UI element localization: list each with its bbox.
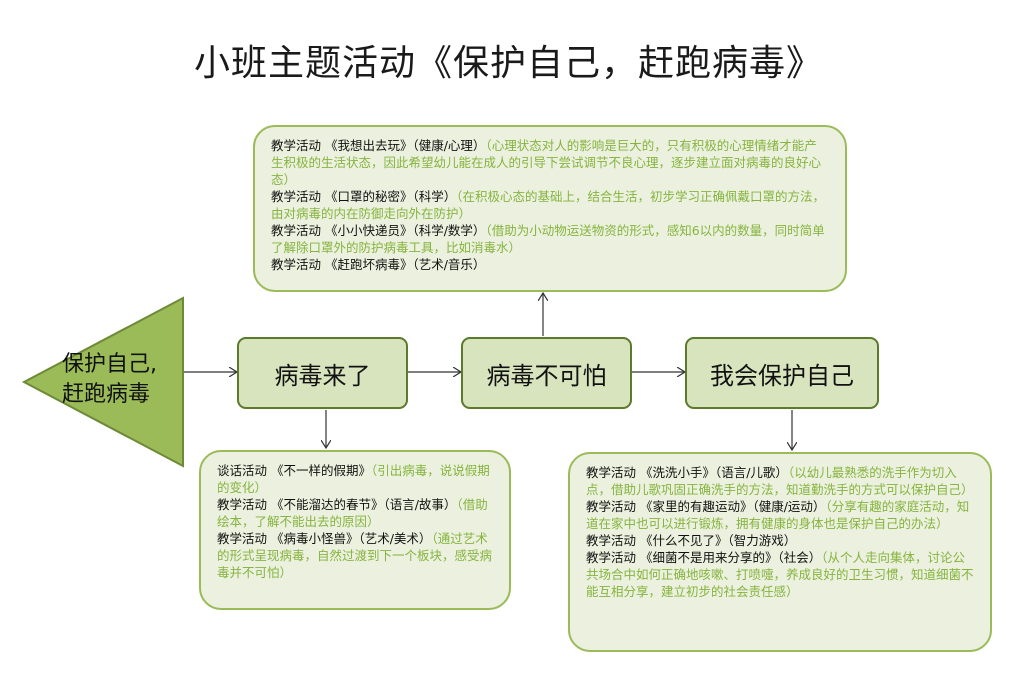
activity-label: 教学活动 《小小快递员》（科学/数学） — [271, 223, 486, 238]
right-activity-box: 教学活动 《洗洗小手》（语言/儿歌）（以幼儿最熟悉的洗手作为切入点，借助儿歌巩固… — [568, 452, 992, 652]
node-not-afraid: 病毒不可怕 — [461, 337, 632, 409]
activity-label: 教学活动 《赶跑坏病毒》（艺术/音乐） — [271, 257, 486, 272]
activity-item: 教学活动 《小小快递员》（科学/数学）（借助为小动物运送物资的形式，感知6以内的… — [271, 222, 829, 256]
activity-note: （借助为小动物运送物资的形式，感知6以内的数量，同时简单了解除口罩外的防护病毒工… — [271, 223, 825, 255]
node-protect-self-label: 我会保护自己 — [710, 361, 854, 390]
activity-item: 教学活动 《我想出去玩》（健康/心理）（心理状态对人的影响是巨大的，只有积极的心… — [271, 137, 829, 188]
activity-label: 教学活动 《口罩的秘密》（科学） — [271, 189, 457, 204]
activity-item: 教学活动 《口罩的秘密》（科学）（在积极心态的基础上，结合生活，初步学习正确佩戴… — [271, 188, 829, 222]
root-triangle — [21, 296, 184, 468]
activity-note: （引出病毒，说说假期的变化） — [217, 463, 490, 495]
activity-label: 教学活动 《细菌不是用来分享的》（社会） — [586, 550, 822, 565]
activity-item: 教学活动 《赶跑坏病毒》（艺术/音乐） — [271, 256, 829, 273]
activity-note: （从个人走向集体，讨论公共场合中如何正确地咳嗽、打喷嚏，养成良好的卫生习惯，知道… — [586, 550, 974, 599]
root-label-line1: 保护自己, — [62, 352, 157, 377]
activity-label: 谈话活动 《不一样的假期》 — [217, 463, 371, 478]
root-label-line2: 赶跑病毒 — [62, 382, 151, 407]
node-virus-coming-label: 病毒来了 — [274, 361, 371, 390]
top-activity-box: 教学活动 《我想出去玩》（健康/心理）（心理状态对人的影响是巨大的，只有积极的心… — [253, 125, 847, 292]
node-not-afraid-label: 病毒不可怕 — [486, 361, 607, 390]
activity-label: 教学活动 《什么不见了》（智力游戏） — [586, 533, 797, 548]
node-virus-coming: 病毒来了 — [237, 337, 408, 409]
activity-item: 教学活动 《不能溜达的春节》（语言/故事）（借助绘本，了解不能出去的原因） — [217, 496, 493, 530]
activity-item: 教学活动 《细菌不是用来分享的》（社会）（从个人走向集体，讨论公共场合中如何正确… — [586, 549, 974, 600]
activity-label: 教学活动 《不能溜达的春节》（语言/故事） — [217, 497, 457, 512]
page-title: 小班主题活动《保护自己，赶跑病毒》 — [193, 43, 823, 84]
activity-label: 教学活动 《我想出去玩》（健康/心理） — [271, 138, 486, 153]
activity-item: 教学活动 《家里的有趣运动》（健康/运动）（分享有趣的家庭活动，知道在家中也可以… — [586, 498, 974, 532]
left-activity-box: 谈话活动 《不一样的假期》（引出病毒，说说假期的变化） 教学活动 《不能溜达的春… — [199, 450, 511, 610]
activity-item: 谈话活动 《不一样的假期》（引出病毒，说说假期的变化） — [217, 462, 493, 496]
activity-label: 教学活动 《洗洗小手》（语言/儿歌） — [586, 465, 788, 480]
activity-item: 教学活动 《病毒小怪兽》（艺术/美术）（通过艺术的形式呈现病毒，自然过渡到下一个… — [217, 530, 493, 581]
activity-label: 教学活动 《家里的有趣运动》（健康/运动） — [586, 499, 826, 514]
activity-note: （心理状态对人的影响是巨大的，只有积极的心理情绪才能产生积极的生活状态，因此希望… — [271, 138, 822, 187]
node-protect-self: 我会保护自己 — [685, 337, 879, 409]
root-label: 保护自己, 赶跑病毒 — [62, 350, 182, 410]
activity-note: （借助绘本，了解不能出去的原因） — [217, 497, 488, 529]
activity-note: （以幼儿最熟悉的洗手作为切入点，借助儿歌巩固正确洗手的方法，知道勤洗手的方式可以… — [586, 465, 974, 497]
activity-note: （通过艺术的形式呈现病毒，自然过渡到下一个板块，感受病毒并不可怕） — [217, 531, 493, 580]
activity-item: 教学活动 《什么不见了》（智力游戏） — [586, 532, 974, 549]
activity-note: （分享有趣的家庭活动，知道在家中也可以进行锻炼，拥有健康的身体也是保护自己的办法… — [586, 499, 970, 531]
activity-item: 教学活动 《洗洗小手》（语言/儿歌）（以幼儿最熟悉的洗手作为切入点，借助儿歌巩固… — [586, 464, 974, 498]
activity-note: （在积极心态的基础上，结合生活，初步学习正确佩戴口罩的方法，由对病毒的内在防御走… — [271, 189, 825, 221]
activity-label: 教学活动 《病毒小怪兽》（艺术/美术） — [217, 531, 432, 546]
